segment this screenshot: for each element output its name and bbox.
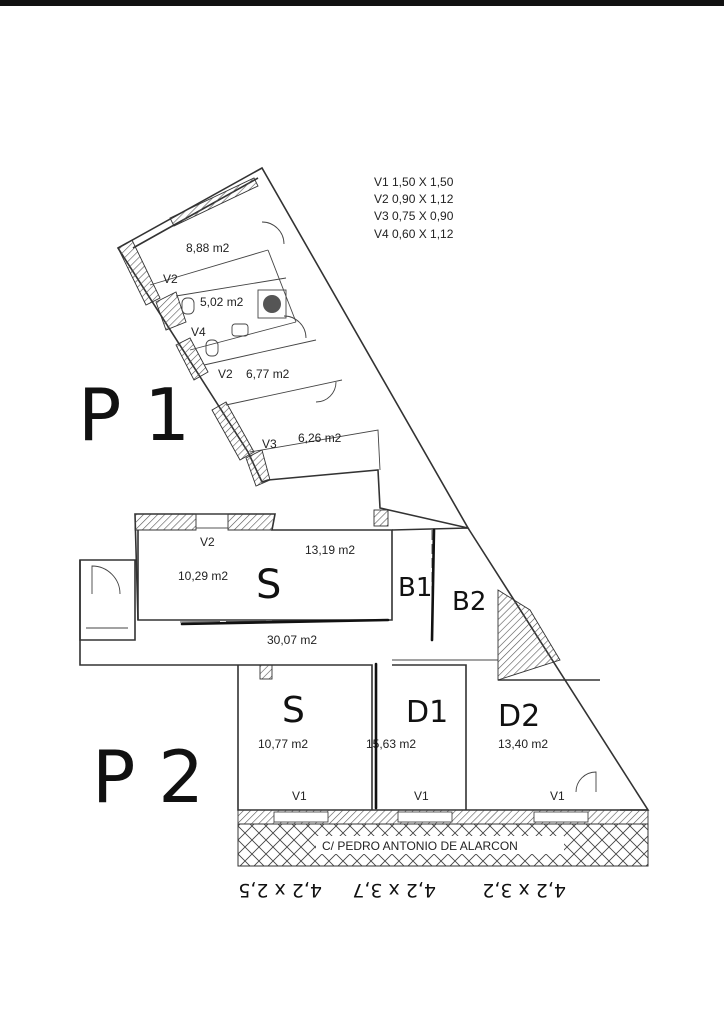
room-letter: B1 [398,573,432,603]
room-letter: S [282,690,305,731]
room-area: 13,40 m2 [498,737,548,751]
room-labels: 8,88 m2 5,02 m2 6,77 m2 6,26 m2 13,19 m2… [178,241,548,751]
room-letter: S [256,562,281,608]
window-tags: V2 V4 V2 V3 V2 V1 V1 V1 [163,272,565,803]
window-tag: V1 [414,789,429,803]
window-tag: V1 [292,789,307,803]
room-area: 15,63 m2 [366,737,416,751]
upper-wing [116,166,470,530]
room-area: 13,19 m2 [305,543,355,557]
room-letter: D2 [498,699,540,734]
legend-line: V4 0,60 X 1,12 [374,227,454,241]
shower-drain-icon [263,295,281,313]
room-area: 5,02 m2 [200,295,244,309]
legend-line: V1 1,50 X 1,50 [374,175,454,189]
room-letter: D1 [406,695,448,730]
sink-icon [231,323,249,337]
toilet-icon [181,297,195,315]
floor-label-p1: P 1 [78,373,190,457]
dimension-label: 4,2 x 2,5 [238,879,322,901]
dimension-label: 4,2 x 3,7 [352,879,436,901]
middle-block [79,513,393,666]
room-area: 6,77 m2 [246,367,290,381]
window-tag: V1 [550,789,565,803]
room-letter: B2 [452,587,486,617]
dimension-labels: 4,2 x 2,5 4,2 x 3,7 4,2 x 3,2 [238,879,566,901]
room-area: 8,88 m2 [186,241,230,255]
street-name: C/ PEDRO ANTONIO DE ALARCON [322,839,518,853]
legend-line: V2 0,90 X 1,12 [374,192,454,206]
legend-line: V3 0,75 X 0,90 [374,209,454,223]
room-area: 10,29 m2 [178,569,228,583]
right-wing [391,527,650,811]
window-tag: V2 [163,272,178,286]
room-area: 6,26 m2 [298,431,342,445]
top-bar [0,0,724,6]
window-tag: V4 [191,325,206,339]
window-tag: V3 [262,437,277,451]
dimension-label: 4,2 x 3,2 [482,879,566,901]
window-tag: V2 [200,535,215,549]
lower-block [237,664,649,867]
handwritten-marks: P 1 P 2 S B1 B2 S D1 D2 [78,373,540,819]
toilet-icon [205,339,219,357]
room-area: 10,77 m2 [258,737,308,751]
room-area: 30,07 m2 [267,633,317,647]
floor-label-p2: P 2 [92,735,204,819]
windows-legend: V1 1,50 X 1,50 V2 0,90 X 1,12 V3 0,75 X … [374,175,454,241]
window-tag: V2 [218,367,233,381]
